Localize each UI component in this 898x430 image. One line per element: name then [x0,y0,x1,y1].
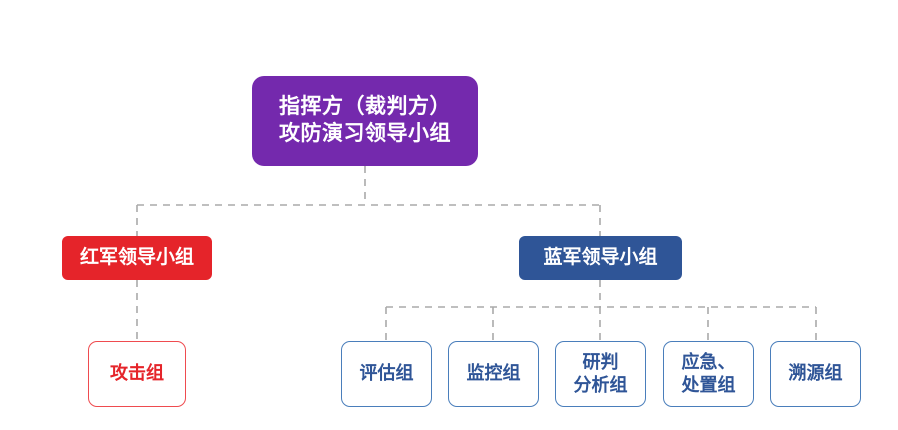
node-red-army-leadership-group[interactable]: 红军领导小组 [62,236,212,280]
node-emergency-response-group[interactable]: 应急、 处置组 [663,341,754,407]
node-attack-group[interactable]: 攻击组 [88,341,186,407]
node-monitoring-group[interactable]: 监控组 [448,341,539,407]
node-research-analysis-group[interactable]: 研判 分析组 [555,341,646,407]
node-command-referee-leadership-group[interactable]: 指挥方（裁判方） 攻防演习领导小组 [252,76,478,166]
node-traceability-group[interactable]: 溯源组 [770,341,861,407]
node-blue-army-leadership-group[interactable]: 蓝军领导小组 [519,236,682,280]
node-assessment-group[interactable]: 评估组 [341,341,432,407]
